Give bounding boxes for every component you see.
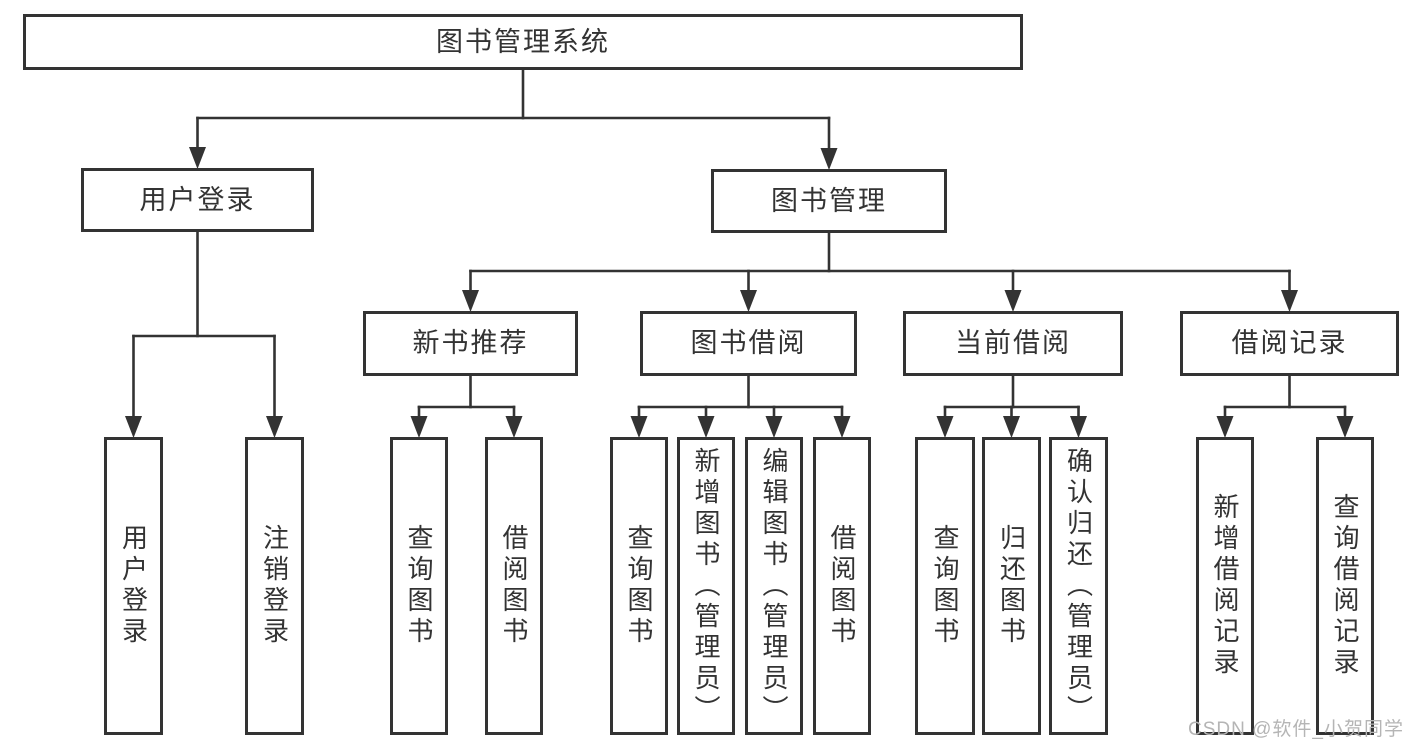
arrowhead-icon <box>1003 416 1020 438</box>
node-leaf-borrow-book-2: 借阅图书 <box>813 437 871 735</box>
node-label: 用户登录 <box>139 184 256 215</box>
node-label: 图书管理系统 <box>436 26 610 57</box>
arrowhead-icon <box>1004 290 1022 312</box>
node-label: 当前借阅 <box>955 328 1071 358</box>
node-label: 用户登录 <box>118 524 149 648</box>
node-label: 编辑图书（管理员） <box>759 446 789 726</box>
node-book-borrow: 图书借阅 <box>640 311 857 376</box>
node-leaf-add-borrow-record: 新增借阅记录 <box>1196 437 1254 735</box>
arrowhead-icon <box>410 416 428 438</box>
node-label: 借阅记录 <box>1231 328 1348 358</box>
arrowhead-icon <box>505 416 523 438</box>
node-leaf-query-book-1: 查询图书 <box>390 437 448 735</box>
node-leaf-return-book: 归还图书 <box>982 437 1041 735</box>
arrowhead-icon <box>936 416 954 438</box>
node-leaf-borrow-book-1: 借阅图书 <box>485 437 543 735</box>
node-label: 图书借阅 <box>690 328 807 358</box>
arrowhead-icon <box>697 416 715 438</box>
node-leaf-add-book: 新增图书（管理员） <box>677 437 735 735</box>
arrowhead-icon <box>189 147 206 169</box>
arrowhead-icon <box>125 416 142 438</box>
watermark: CSDN @软件_小贺同学 <box>1188 719 1404 740</box>
arrowhead-icon <box>820 148 838 170</box>
node-label: 查询图书 <box>404 524 434 648</box>
arrowhead-icon <box>630 416 648 438</box>
node-leaf-confirm-return: 确认归还（管理员） <box>1049 437 1108 735</box>
node-book-mgmt: 图书管理 <box>711 169 947 233</box>
node-current-borrow: 当前借阅 <box>903 311 1123 376</box>
node-borrow-records: 借阅记录 <box>1180 311 1399 376</box>
arrowhead-icon <box>266 416 283 438</box>
node-leaf-query-book-3: 查询图书 <box>915 437 975 735</box>
node-label: 图书管理 <box>771 185 887 216</box>
node-label: 查询图书 <box>930 524 960 648</box>
node-leaf-query-borrow-record: 查询借阅记录 <box>1316 437 1374 735</box>
node-label: 查询图书 <box>624 524 654 648</box>
node-label: 新增图书（管理员） <box>691 446 721 726</box>
arrowhead-icon <box>1281 290 1298 312</box>
node-leaf-user-login: 用户登录 <box>104 437 163 735</box>
node-root: 图书管理系统 <box>23 14 1023 70</box>
arrowhead-icon <box>740 290 757 312</box>
node-label: 查询借阅记录 <box>1330 493 1360 679</box>
node-new-book-rec: 新书推荐 <box>363 311 578 376</box>
node-label: 借阅图书 <box>499 524 529 648</box>
node-leaf-logout: 注销登录 <box>245 437 304 735</box>
arrowhead-icon <box>1336 416 1354 438</box>
node-user-login: 用户登录 <box>81 168 314 232</box>
arrowhead-icon <box>1070 416 1087 438</box>
node-label: 借阅图书 <box>827 524 857 648</box>
node-label: 归还图书 <box>996 524 1027 648</box>
node-label: 确认归还（管理员） <box>1063 446 1094 726</box>
arrowhead-icon <box>833 416 851 438</box>
node-leaf-edit-book: 编辑图书（管理员） <box>745 437 803 735</box>
arrowhead-icon <box>462 290 479 312</box>
node-label: 新书推荐 <box>412 328 529 358</box>
node-label: 注销登录 <box>259 524 290 648</box>
node-leaf-query-book-2: 查询图书 <box>610 437 668 735</box>
arrowhead-icon <box>1216 416 1234 438</box>
arrowhead-icon <box>765 416 783 438</box>
node-label: 新增借阅记录 <box>1210 493 1240 679</box>
